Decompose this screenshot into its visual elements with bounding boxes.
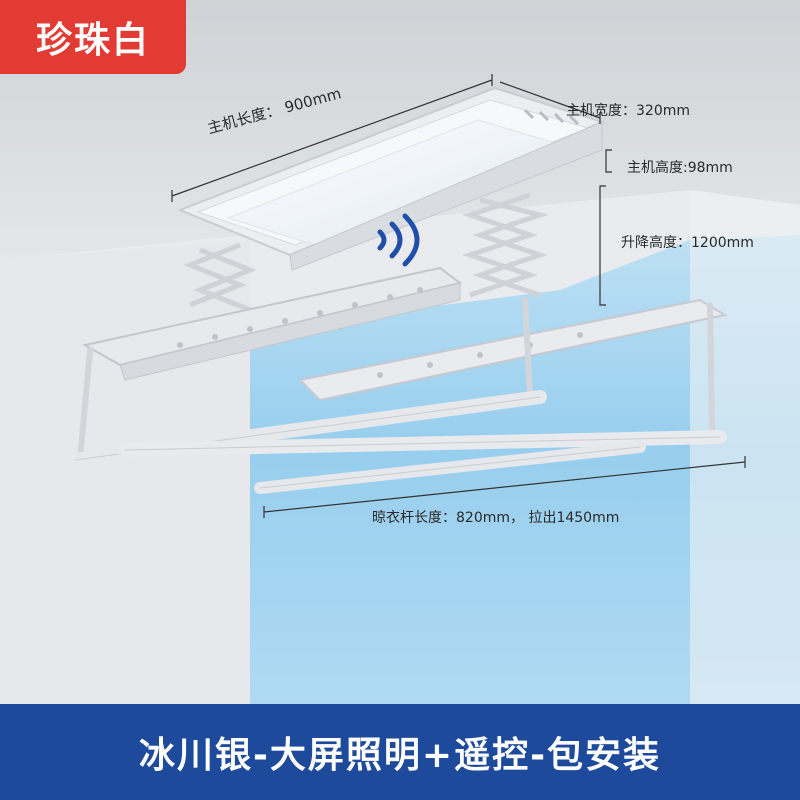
height-label: 主机高度:98mm	[627, 160, 733, 176]
drying-frame	[77, 266, 728, 463]
lift-height-label: 升降高度：1200mm	[621, 235, 754, 251]
right-wall	[690, 190, 800, 704]
width-label: 主机宽度：320mm	[566, 103, 690, 119]
left-wall	[0, 240, 250, 704]
wireless-signal-icon	[377, 213, 420, 267]
rod-length-label: 晾衣杆长度：820mm， 拉出1450mm	[372, 510, 620, 526]
length-dimension-line	[171, 74, 493, 202]
height-dimension-bracket	[605, 149, 612, 173]
color-variant-badge: 珍珠白	[0, 0, 186, 74]
dimension-lines	[171, 74, 746, 518]
width-dimension-line	[499, 81, 601, 124]
product-title-banner: 冰川银-大屏照明+遥控-包安装	[0, 704, 800, 800]
clothes-rods	[68, 390, 727, 494]
lift-dimension-bracket	[599, 185, 606, 306]
window-sky	[250, 235, 800, 704]
rod-dimension-line	[263, 456, 746, 518]
scissor-arms	[183, 192, 549, 313]
main-unit	[177, 86, 605, 271]
